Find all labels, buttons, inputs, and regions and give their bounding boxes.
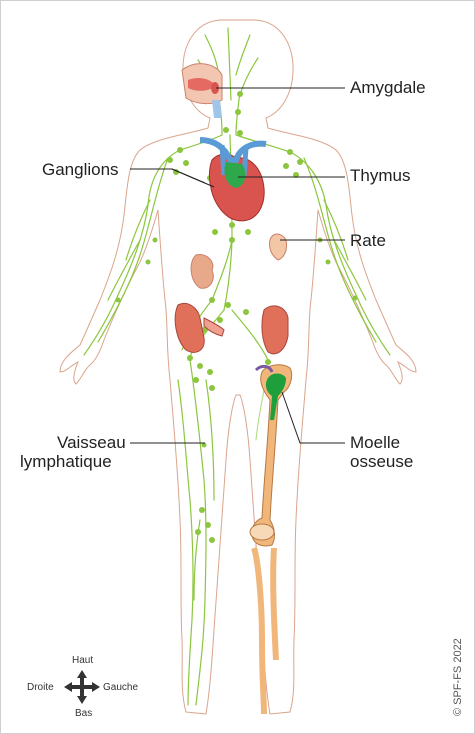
compass-right-label: Gauche (103, 682, 139, 693)
intestines (174, 303, 289, 355)
leader-lines (130, 87, 345, 444)
thymus (224, 162, 246, 188)
body-outline (59, 19, 417, 715)
copyright-notice: © SPF-FS 2022 (452, 638, 464, 716)
compass-arrows (64, 670, 100, 704)
label-thymus: Thymus (350, 166, 411, 185)
label-vaisseau: Vaisseau (57, 433, 126, 452)
compass-up-label: Haut (72, 655, 94, 666)
label-osseuse: osseuse (350, 452, 414, 471)
kidney (190, 253, 214, 289)
lymph-vessels (83, 27, 391, 706)
label-moelle: Moelle (350, 433, 401, 452)
compass-down-label: Bas (75, 708, 93, 719)
head-interior (181, 63, 223, 118)
spleen (269, 233, 287, 261)
label-lymphatique: lymphatique (20, 452, 112, 471)
label-ganglions: Ganglions (42, 160, 119, 179)
heart (199, 137, 267, 222)
compass-left-label: Droite (27, 682, 54, 693)
label-rate: Rate (350, 231, 386, 250)
femur (249, 364, 293, 715)
label-amygdale: Amygdale (350, 78, 426, 97)
bone-marrow (265, 373, 286, 420)
